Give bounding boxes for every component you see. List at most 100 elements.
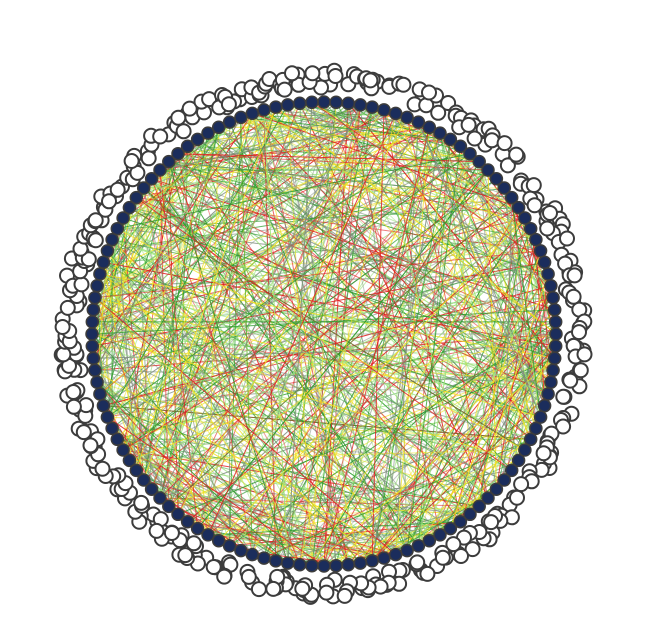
edge [207,127,220,535]
hub-node [341,557,356,572]
edge [275,169,489,562]
hub-node [129,190,144,205]
edge [102,262,325,567]
hub-node [529,421,543,436]
leaf-node [539,220,556,237]
edge [406,250,542,551]
hub-node [472,154,486,169]
edge [503,187,542,418]
edge [94,297,397,555]
edge [103,239,536,263]
edge [383,109,489,499]
edge [116,109,385,440]
hub-node [110,432,125,447]
edge [168,217,526,507]
hub-node [549,327,563,341]
edge [251,113,430,541]
hub-node [489,482,504,496]
hub-node [541,387,555,401]
hub-node [245,106,260,121]
edge [299,113,397,565]
edge [240,117,253,555]
edge [240,117,552,383]
hub-node [85,327,99,341]
edge [99,273,480,507]
leaf-node [466,130,483,147]
edge [129,207,526,451]
hub-node [245,547,260,562]
leaf-node [318,584,335,601]
hub-node [411,115,426,129]
hub-node [400,543,414,558]
hub-node [453,139,468,154]
edge [143,187,301,565]
edge [311,101,537,241]
hub-node [547,302,562,317]
edge [495,239,537,490]
edge [371,139,451,561]
edge [92,104,361,359]
edge [240,116,552,287]
edge [159,169,170,507]
leaf-node [483,132,500,149]
edge [96,285,471,515]
hub-node [422,120,437,135]
hub-node [90,279,104,293]
leaf-node [73,276,90,293]
hub-node [105,232,119,247]
hub-node [86,302,101,317]
hub-node [100,244,115,258]
leaf-node [464,541,481,558]
edge [122,217,430,542]
hub-node [453,514,468,529]
edge [395,113,532,440]
edge [323,127,430,567]
edge [143,479,288,564]
leaf-node [542,205,558,221]
hub-node [388,547,403,562]
hub-node [443,521,458,536]
edge [177,357,555,515]
edge [511,197,542,418]
edge [117,228,526,451]
leaf-node [240,568,257,585]
hub-node [105,421,119,436]
hub-node [211,120,226,135]
edge [323,101,556,359]
hub-node [544,375,558,389]
hub-node [257,103,271,117]
leaf-node [294,580,311,597]
hub-node [180,139,195,154]
hub-node [518,211,532,225]
edge [111,126,430,241]
edge [135,127,220,471]
hub-node [463,507,477,522]
hub-node [305,95,319,110]
hub-node [222,539,237,553]
edge [168,161,349,565]
leaf-node [152,128,169,145]
edge [177,153,549,395]
hub-node [100,410,115,424]
hub-node [222,115,237,129]
hub-node [341,96,356,111]
hub-node [190,132,205,147]
hub-node [365,100,379,114]
leaf-node [509,489,525,506]
edge [143,106,277,481]
edge [159,169,555,359]
hub-node [497,473,512,487]
edge [187,106,373,147]
leaf-node [65,398,82,415]
hub-node [463,146,477,161]
edge [417,121,542,418]
edge [129,321,556,461]
edge [299,102,552,287]
leaf-node [409,554,426,571]
hub-node [136,181,151,195]
hub-node [546,290,560,305]
leaf-node [535,445,552,462]
hub-node [317,95,331,109]
leaf-node [362,72,379,89]
edge [143,109,385,481]
